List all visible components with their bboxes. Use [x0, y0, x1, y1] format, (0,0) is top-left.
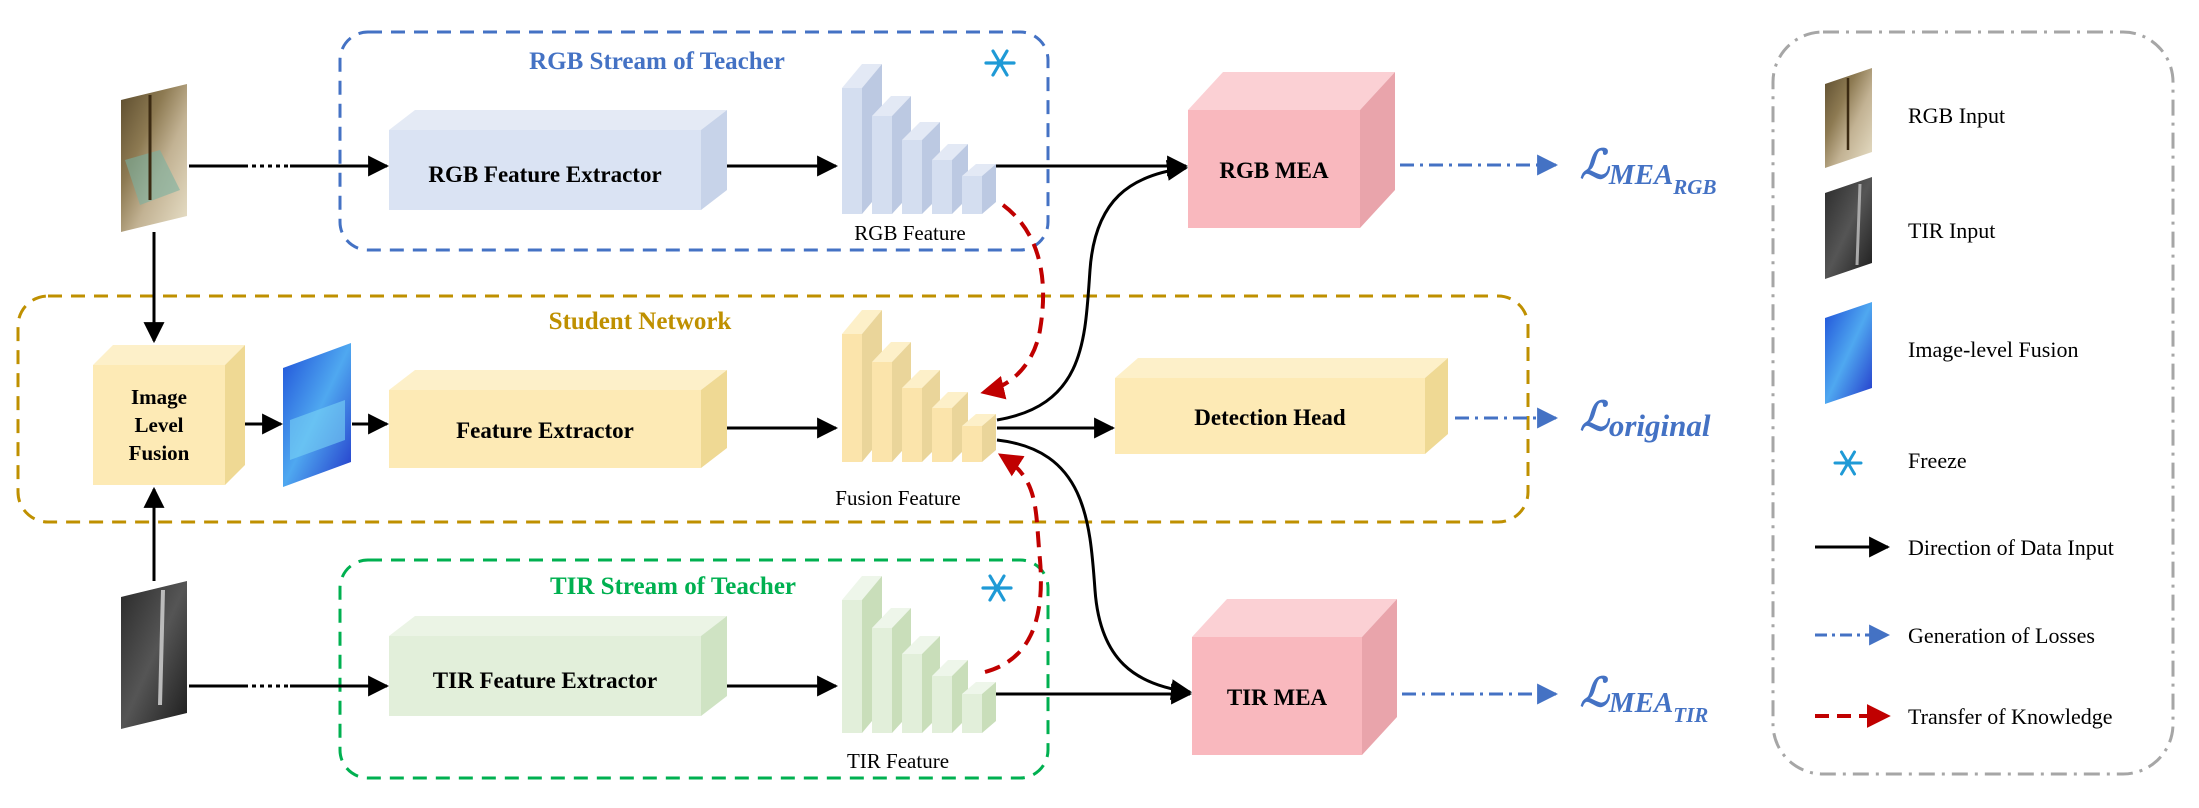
freeze-icon: [1833, 450, 1863, 476]
fusion-feature-label: Fusion Feature: [835, 486, 960, 510]
legend-losses: Generation of Losses: [1815, 623, 2095, 648]
tir-feature-pyramid: [842, 576, 996, 733]
tir-mea-block: TIR MEA: [1192, 599, 1397, 755]
rgb-feature-extractor: RGB Feature Extractor: [389, 110, 727, 210]
legend-transfer: Transfer of Knowledge: [1815, 704, 2112, 729]
rgb-stream-title: RGB Stream of Teacher: [529, 48, 785, 75]
freeze-icon: [981, 574, 1013, 602]
fusion-feature-pyramid: [842, 310, 996, 462]
svg-text:RGB Feature Extractor: RGB Feature Extractor: [428, 162, 661, 187]
tir-feature-label: TIR Feature: [847, 749, 949, 773]
svg-text:RGB Input: RGB Input: [1908, 103, 2005, 128]
loss-arrows: [1400, 154, 1559, 705]
tir-input-image: [121, 581, 187, 729]
rgb-input-image: [121, 84, 187, 232]
freeze-icon: [984, 49, 1016, 77]
svg-text:Generation of Losses: Generation of Losses: [1908, 623, 2095, 648]
feature-extractor: Feature Extractor: [389, 370, 727, 468]
svg-text:RGB MEA: RGB MEA: [1219, 158, 1329, 183]
svg-text:Image: Image: [131, 385, 187, 409]
fusion-image: [283, 343, 351, 487]
svg-text:Image-level Fusion: Image-level Fusion: [1908, 337, 2078, 362]
loss-mea-rgb: ℒMEARGB: [1580, 142, 1716, 199]
data-flow-arrows: [143, 155, 1193, 705]
legend-freeze: Freeze: [1833, 448, 1967, 476]
legend-rgb-input: RGB Input: [1825, 68, 2005, 168]
rgb-feature-label: RGB Feature: [854, 221, 965, 245]
svg-text:TIR MEA: TIR MEA: [1227, 685, 1328, 710]
rgb-stream-frame: [338, 30, 1050, 252]
svg-text:TIR Input: TIR Input: [1908, 218, 1995, 243]
svg-text:Feature Extractor: Feature Extractor: [456, 418, 634, 443]
loss-original: ℒoriginal: [1580, 394, 1711, 443]
image-level-fusion-block: Image Level Fusion: [93, 345, 245, 485]
svg-text:Detection Head: Detection Head: [1194, 405, 1346, 430]
detection-head-block: Detection Head: [1115, 358, 1448, 454]
svg-text:TIR Feature Extractor: TIR Feature Extractor: [433, 668, 657, 693]
rgb-mea-block: RGB MEA: [1188, 72, 1395, 228]
student-network-title: Student Network: [549, 308, 732, 335]
legend-tir-input: TIR Input: [1825, 177, 1995, 279]
legend-fusion: Image-level Fusion: [1825, 302, 2078, 404]
knowledge-transfer-arrows: [980, 203, 1046, 674]
student-network-frame: [16, 294, 1530, 524]
loss-mea-tir: ℒMEATIR: [1580, 670, 1708, 727]
svg-text:Level: Level: [135, 413, 184, 437]
svg-text:Transfer of Knowledge: Transfer of Knowledge: [1908, 704, 2112, 729]
tir-stream-title: TIR Stream of Teacher: [550, 573, 796, 600]
svg-text:Direction of Data Input: Direction of Data Input: [1908, 535, 2114, 560]
tir-feature-extractor: TIR Feature Extractor: [389, 616, 727, 716]
legend-data-input: Direction of Data Input: [1815, 535, 2114, 560]
tir-stream-frame: [338, 558, 1050, 780]
legend-frame: [1771, 30, 2175, 776]
rgb-feature-pyramid: [842, 64, 996, 214]
svg-text:Fusion: Fusion: [129, 441, 190, 465]
svg-text:Freeze: Freeze: [1908, 448, 1967, 473]
